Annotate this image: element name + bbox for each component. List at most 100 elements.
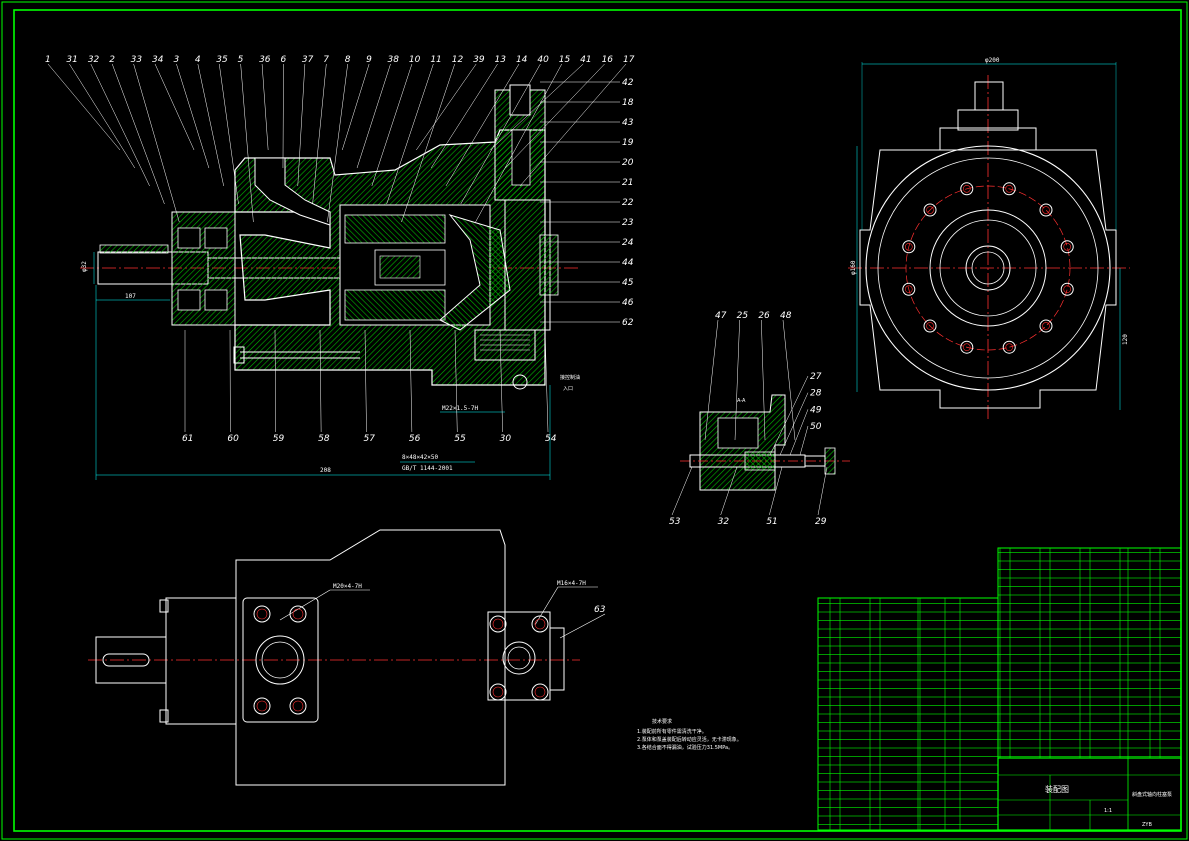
notes-heading: 技术要求	[652, 718, 672, 725]
section-part-leader	[416, 63, 477, 151]
port-bolt-hole-inner	[534, 686, 546, 698]
bolt-hole	[1002, 340, 1016, 354]
bolt-hole-inner	[962, 184, 971, 193]
port-bolt-hole-inner	[492, 686, 504, 698]
section-part-number: 11	[430, 55, 441, 65]
section-part-leader	[364, 329, 367, 433]
bolt-hole-inner	[926, 322, 934, 330]
port-bolt-hole	[289, 697, 307, 715]
port-bolt-hole	[531, 615, 549, 633]
section-part-leader	[319, 329, 322, 433]
end-view-bolt-holes	[902, 182, 1074, 354]
section-part-leader	[133, 63, 180, 223]
section-part-number: 4	[195, 55, 201, 65]
port-bolt-hole	[531, 683, 549, 701]
section-part-number: 33	[131, 55, 143, 65]
section-part-number: 3	[173, 55, 179, 65]
notes-line-1: 1.装配前所有零件需清洗干净。	[637, 728, 707, 735]
section-part-number: 61	[182, 434, 193, 444]
inner-border	[13, 9, 1182, 832]
detail-part-number: 50	[810, 422, 822, 432]
section-part-number: 13	[495, 55, 507, 65]
section-part-number: 18	[622, 98, 634, 108]
section-part-number: 43	[622, 118, 634, 128]
section-part-leader	[197, 63, 224, 187]
section-part-number: 5	[238, 55, 244, 65]
section-part-number: 38	[388, 55, 400, 65]
section-part-number: 56	[409, 434, 421, 444]
parts-list	[817, 547, 1182, 831]
section-part-number: 59	[273, 434, 285, 444]
title-drawing-number: ZYB	[1142, 822, 1152, 828]
end-view-height-dimension: φ160	[850, 260, 857, 275]
detail-part-leader	[789, 409, 809, 456]
detail-part-number: 49	[810, 405, 822, 415]
section-part-leader	[111, 63, 165, 205]
section-part-number: 2	[109, 55, 115, 65]
bolt-hole-inner	[926, 206, 934, 214]
detail-part-leader	[817, 466, 828, 516]
bolt-hole-inner	[904, 285, 913, 294]
section-part-number: 12	[452, 55, 464, 65]
top-view-part-number: 63	[594, 605, 606, 615]
section-part-number: 22	[622, 198, 634, 208]
bolt-hole	[923, 203, 937, 217]
section-part-number: 40	[537, 55, 549, 65]
end-view-width-dimension: φ200	[985, 57, 1000, 64]
bolt-hole-inner	[1063, 242, 1072, 251]
bolt-hole-inner	[1042, 206, 1050, 214]
section-part-number: 57	[364, 434, 376, 444]
bolt-hole-inner	[904, 242, 913, 251]
port-bolt-hole-inner	[292, 700, 304, 712]
section-part-leader	[341, 63, 370, 151]
section-part-leader	[176, 63, 210, 169]
section-part-leader	[154, 63, 195, 151]
section-part-number: 30	[500, 434, 512, 444]
section-part-number: 37	[302, 55, 314, 65]
title-drawing-name: 装配图	[1045, 784, 1069, 794]
detail-part-number: 29	[815, 517, 827, 527]
port-bolt-hole-inner	[256, 608, 268, 620]
section-part-number: 8	[345, 55, 351, 65]
detail-part-leader	[769, 466, 783, 516]
section-part-leader	[454, 329, 458, 433]
bolt-hole-inner	[1063, 285, 1072, 294]
section-part-leader	[274, 329, 276, 433]
spline-note-1: 8×48×42×50	[402, 454, 439, 461]
bolt-hole-inner	[962, 343, 971, 352]
bolt-hole	[1002, 182, 1016, 196]
section-part-number: 42	[622, 78, 634, 88]
top-view-thread-1: M20×4-7H	[333, 583, 362, 590]
detail-part-number: 28	[810, 389, 822, 399]
detail-part-number: 26	[758, 311, 770, 321]
section-part-number: 54	[545, 434, 557, 444]
detail-part-leader	[671, 466, 693, 516]
detail-part-leader	[704, 319, 719, 441]
dimension-shaft-diameter: φ32	[81, 261, 88, 272]
detail-part-number: 47	[715, 311, 727, 321]
thread-note: M22×1.5-7H	[442, 405, 479, 412]
detail-part-number: 48	[780, 311, 792, 321]
section-part-leader	[519, 63, 627, 187]
section-part-number: 45	[622, 278, 634, 288]
section-part-leader	[544, 329, 549, 433]
port-bolt-hole	[289, 605, 307, 623]
port-bolt-hole-inner	[292, 608, 304, 620]
port-bolt-hole	[489, 683, 507, 701]
section-part-number: 1	[45, 55, 51, 65]
section-part-number: 16	[602, 55, 614, 65]
top-view	[88, 529, 606, 786]
section-part-leader	[430, 63, 498, 169]
section-part-leader	[475, 63, 562, 223]
bolt-hole	[1039, 203, 1053, 217]
end-view	[848, 62, 1130, 420]
section-part-number: 35	[216, 55, 228, 65]
top-view-thread-2: M16×4-7H	[557, 580, 586, 587]
title-scale: 1:1	[1104, 808, 1112, 814]
section-part-number: 7	[323, 55, 329, 65]
section-part-number: 9	[366, 55, 372, 65]
